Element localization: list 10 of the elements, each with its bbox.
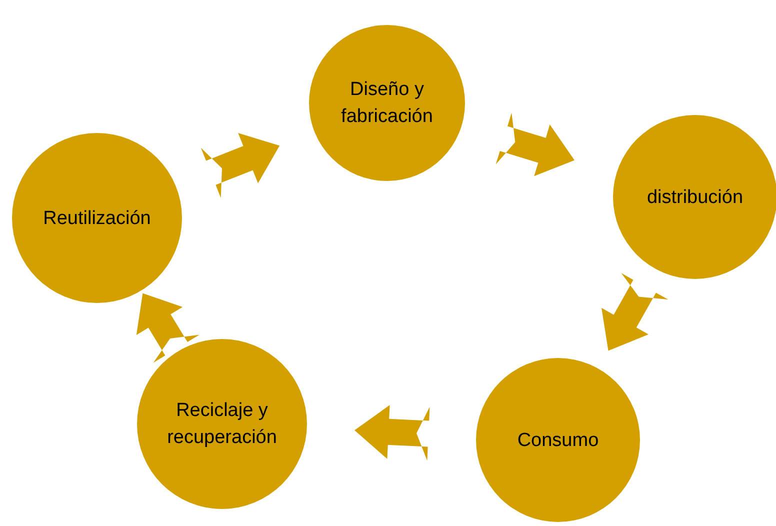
stage-label: Diseño y fabricación [340, 78, 434, 129]
block-arrow [496, 112, 574, 176]
stage-label: Reutilización [43, 206, 151, 230]
block-arrow [200, 133, 280, 198]
stage-label: Consumo [517, 428, 599, 452]
block-arrow [354, 405, 430, 461]
stage-label: distribución [646, 186, 744, 210]
block-arrow [602, 273, 668, 351]
stage-label: Reciclaje y recuperación [166, 399, 278, 450]
block-arrow [136, 293, 200, 363]
